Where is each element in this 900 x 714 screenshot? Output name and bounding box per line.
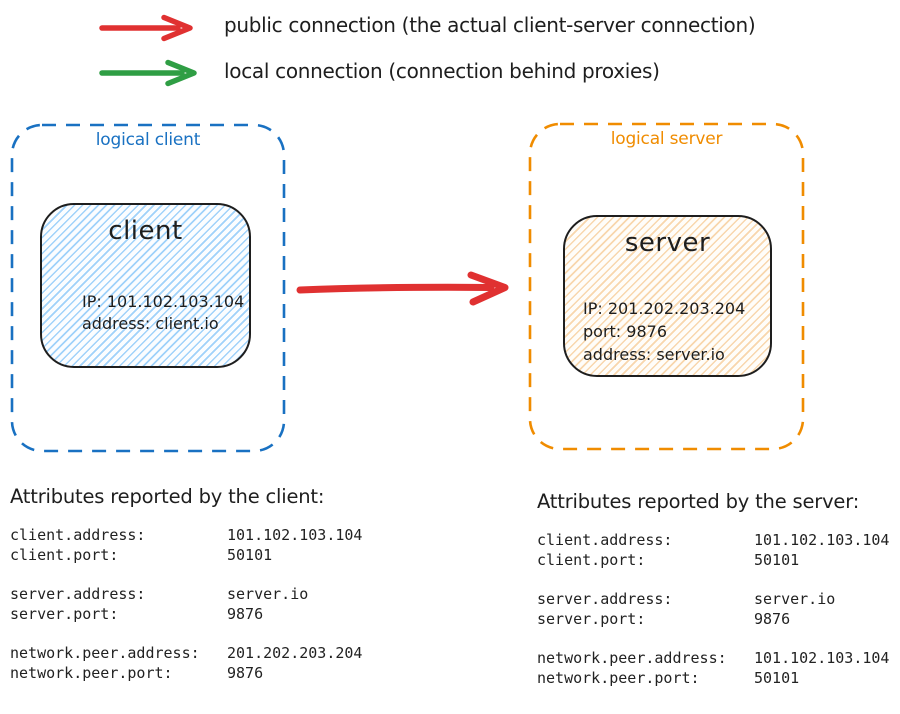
attr-row: client.address: 101.102.103.104 bbox=[10, 526, 410, 546]
local-connection-label: local connection (connection behind prox… bbox=[224, 59, 660, 83]
attr-row: network.peer.port: 9876 bbox=[10, 664, 410, 684]
server-attributes-section: Attributes reported by the server: clien… bbox=[537, 489, 900, 708]
attr-row: server.address: server.io bbox=[537, 590, 900, 610]
client-attr-group: client.address: 101.102.103.104 client.p… bbox=[10, 526, 410, 565]
attr-value: 50101 bbox=[227, 545, 273, 564]
attr-value: 101.102.103.104 bbox=[754, 531, 890, 549]
server-attributes-heading: Attributes reported by the server: bbox=[537, 490, 860, 513]
attr-key: network.peer.address: bbox=[10, 644, 200, 662]
attr-row: server.port: 9876 bbox=[10, 605, 410, 625]
client-attributes-section: Attributes reported by the client: clien… bbox=[10, 484, 410, 703]
attr-key: client.port: bbox=[10, 545, 119, 564]
attr-value: 101.102.103.104 bbox=[227, 526, 363, 544]
attr-row: client.port: 50101 bbox=[537, 551, 900, 571]
local-connection-arrow-icon bbox=[99, 59, 197, 87]
logical-server-label: logical server bbox=[610, 129, 723, 149]
attr-value: 9876 bbox=[754, 609, 791, 628]
client-attr-group: server.address: server.io server.port: 9… bbox=[10, 585, 410, 624]
client-to-server-arrow-icon bbox=[296, 271, 509, 306]
server-node-ip: IP: 201.202.203.204 bbox=[583, 299, 746, 318]
attr-value: server.io bbox=[227, 585, 309, 603]
attr-key: server.port: bbox=[537, 609, 646, 628]
logical-server-border bbox=[528, 122, 805, 451]
server-node-details: IP: 201.202.203.204 port: 9876 address: … bbox=[583, 297, 745, 366]
client-attr-group: network.peer.address: 201.202.203.204 ne… bbox=[10, 644, 410, 683]
server-attr-group: network.peer.address: 101.102.103.104 ne… bbox=[537, 649, 900, 688]
attr-key: client.address: bbox=[537, 531, 673, 549]
attr-row: network.peer.address: 201.202.203.204 bbox=[10, 644, 410, 664]
client-node-details: IP: 101.102.103.104 address: client.io bbox=[82, 291, 244, 335]
client-attributes-heading: Attributes reported by the client: bbox=[10, 485, 325, 508]
attr-row: server.address: server.io bbox=[10, 585, 410, 605]
server-attr-group: client.address: 101.102.103.104 client.p… bbox=[537, 531, 900, 570]
server-node-address: address: server.io bbox=[583, 345, 725, 364]
attr-value: 101.102.103.104 bbox=[754, 649, 890, 667]
attr-row: client.address: 101.102.103.104 bbox=[537, 531, 900, 551]
logical-client-label: logical client bbox=[95, 130, 201, 150]
public-connection-label: public connection (the actual client-ser… bbox=[224, 13, 756, 37]
attr-key: network.peer.port: bbox=[537, 668, 700, 687]
attr-key: client.port: bbox=[537, 550, 646, 569]
server-node: server IP: 201.202.203.204 port: 9876 ad… bbox=[563, 215, 772, 377]
attr-row: network.peer.address: 101.102.103.104 bbox=[537, 649, 900, 669]
attr-row: server.port: 9876 bbox=[537, 610, 900, 630]
attr-value: 50101 bbox=[754, 550, 800, 569]
public-connection-arrow-icon bbox=[99, 14, 193, 42]
attr-key: network.peer.address: bbox=[537, 649, 727, 667]
attr-key: server.address: bbox=[10, 585, 146, 603]
logical-client-border bbox=[10, 123, 286, 453]
server-node-port: port: 9876 bbox=[583, 322, 667, 341]
attr-row: client.port: 50101 bbox=[10, 546, 410, 566]
server-attr-group: server.address: server.io server.port: 9… bbox=[537, 590, 900, 629]
logical-server-group: logical server server IP: 201.202.203.20… bbox=[528, 122, 805, 451]
attr-row: network.peer.port: 50101 bbox=[537, 669, 900, 689]
attr-value: 50101 bbox=[754, 668, 800, 687]
client-node: client IP: 101.102.103.104 address: clie… bbox=[40, 203, 251, 368]
attr-key: client.address: bbox=[10, 526, 146, 544]
attr-value: server.io bbox=[754, 590, 836, 608]
client-node-title: client bbox=[108, 216, 183, 246]
client-node-ip: IP: 101.102.103.104 bbox=[82, 292, 245, 311]
attr-value: 201.202.203.204 bbox=[227, 644, 363, 662]
attr-value: 9876 bbox=[227, 604, 264, 623]
attr-key: server.port: bbox=[10, 604, 119, 623]
attr-key: network.peer.port: bbox=[10, 663, 173, 682]
logical-client-group: logical client client IP: 101.102.103.10… bbox=[10, 123, 286, 453]
attr-value: 9876 bbox=[227, 663, 264, 682]
attr-key: server.address: bbox=[537, 590, 673, 608]
server-node-title: server bbox=[624, 228, 711, 258]
client-node-address: address: client.io bbox=[82, 314, 219, 333]
